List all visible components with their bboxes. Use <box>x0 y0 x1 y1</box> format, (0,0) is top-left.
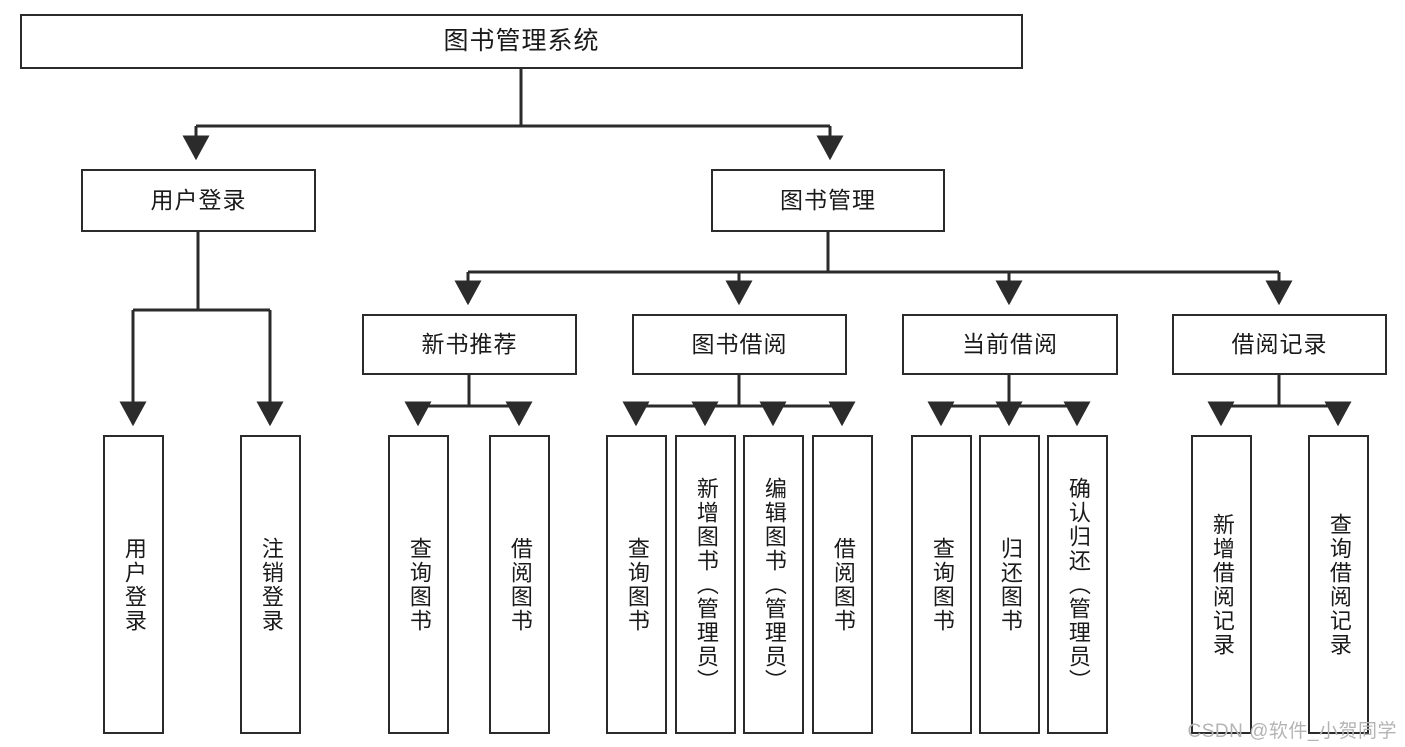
node-user-login[interactable]: 用户登录 <box>81 169 316 232</box>
leaf-record-add[interactable]: 新增借阅记录 <box>1191 435 1252 734</box>
leaf-newbook-borrow-book[interactable]: 借阅图书 <box>489 435 550 734</box>
node-new-book-recommend-label: 新书推荐 <box>421 331 518 357</box>
leaf-current-query-book-label: 查询图书 <box>929 536 955 633</box>
leaf-current-query-book[interactable]: 查询图书 <box>911 435 972 734</box>
leaf-current-confirm-return[interactable]: 确认归还（管理员） <box>1047 435 1108 734</box>
leaf-user-logout[interactable]: 注销登录 <box>240 435 301 734</box>
node-current-borrow[interactable]: 当前借阅 <box>902 314 1118 375</box>
node-new-book-recommend[interactable]: 新书推荐 <box>362 314 577 375</box>
leaf-borrow-borrow-book-label: 借阅图书 <box>830 536 856 633</box>
node-user-login-label: 用户登录 <box>150 187 247 213</box>
leaf-borrow-edit-book[interactable]: 编辑图书（管理员） <box>743 435 804 734</box>
leaf-borrow-query-book-label: 查询图书 <box>624 536 650 633</box>
node-root[interactable]: 图书管理系统 <box>20 14 1023 69</box>
node-borrow-record[interactable]: 借阅记录 <box>1172 314 1387 375</box>
node-book-borrow-label: 图书借阅 <box>691 331 788 357</box>
leaf-record-query-label: 查询借阅记录 <box>1326 512 1352 657</box>
watermark: CSDN @软件_小贺同学 <box>1187 721 1397 742</box>
leaf-borrow-add-book[interactable]: 新增图书（管理员） <box>675 435 736 734</box>
leaf-user-logout-label: 注销登录 <box>258 536 284 633</box>
leaf-record-query[interactable]: 查询借阅记录 <box>1308 435 1369 734</box>
leaf-newbook-query-book-label: 查询图书 <box>406 536 432 633</box>
node-current-borrow-label: 当前借阅 <box>962 331 1058 357</box>
node-borrow-record-label: 借阅记录 <box>1231 331 1328 357</box>
leaf-borrow-edit-book-label: 编辑图书（管理员） <box>761 476 787 693</box>
leaf-borrow-query-book[interactable]: 查询图书 <box>606 435 667 734</box>
leaf-borrow-borrow-book[interactable]: 借阅图书 <box>812 435 873 734</box>
leaf-record-add-label: 新增借阅记录 <box>1209 512 1235 657</box>
leaf-newbook-query-book[interactable]: 查询图书 <box>388 435 449 734</box>
leaf-current-confirm-return-label: 确认归还（管理员） <box>1065 476 1091 693</box>
leaf-borrow-add-book-label: 新增图书（管理员） <box>693 476 719 693</box>
node-book-management-label: 图书管理 <box>780 187 876 213</box>
leaf-current-return-book-label: 归还图书 <box>997 536 1023 633</box>
leaf-current-return-book[interactable]: 归还图书 <box>979 435 1040 734</box>
node-book-borrow[interactable]: 图书借阅 <box>632 314 847 375</box>
leaf-newbook-borrow-book-label: 借阅图书 <box>507 536 533 633</box>
leaf-user-login-label: 用户登录 <box>121 536 147 633</box>
node-book-management[interactable]: 图书管理 <box>711 169 945 232</box>
node-root-label: 图书管理系统 <box>443 27 600 55</box>
leaf-user-login[interactable]: 用户登录 <box>103 435 164 734</box>
